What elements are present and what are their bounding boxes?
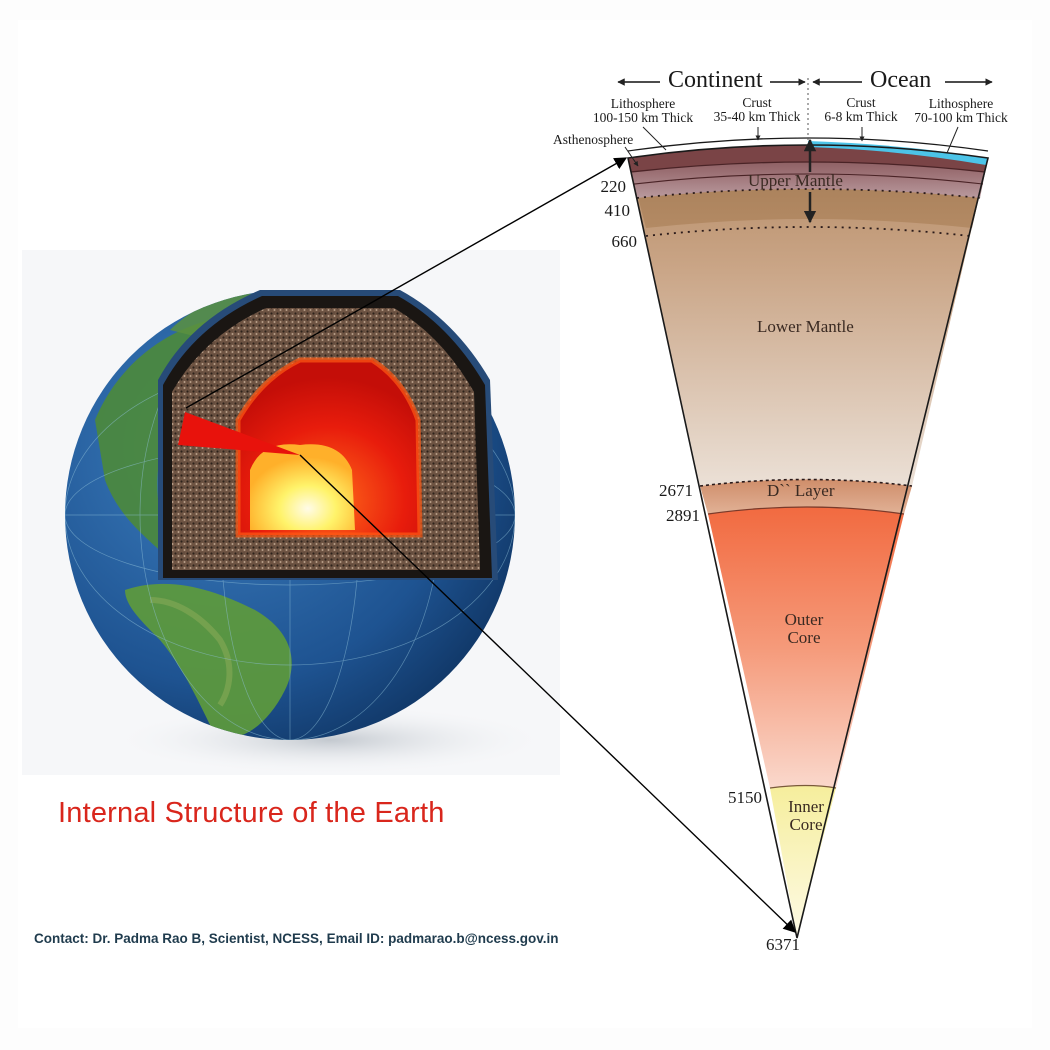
inner-core-region xyxy=(770,785,836,938)
depth-6371: 6371 xyxy=(766,935,800,954)
outer-core-region xyxy=(708,507,904,788)
continental-lithosphere-label: Lithosphere 100-150 km Thick xyxy=(592,96,694,126)
page-title: Internal Structure of the Earth xyxy=(58,797,445,829)
inner-core-label: Inner Core xyxy=(788,797,824,834)
oceanic-crust xyxy=(808,141,988,165)
depth-410: 410 xyxy=(604,201,631,220)
wedge-pointer xyxy=(178,412,300,455)
lithosphere-leader xyxy=(642,126,667,151)
depth-220: 220 xyxy=(600,177,627,196)
earth-cutaway-globe xyxy=(65,290,550,775)
outer-core-label: Outer Core xyxy=(784,610,824,647)
connector-arrow-bottom xyxy=(299,454,796,933)
oceanic-crust-label: Crust 6-8 km Thick xyxy=(824,95,898,125)
header-ocean: Ocean xyxy=(870,67,932,93)
continental-crust-label: Crust 35-40 km Thick xyxy=(713,95,801,125)
asthenosphere-leader xyxy=(624,146,639,167)
cutaway-section xyxy=(158,290,498,580)
depth-2891: 2891 xyxy=(666,506,700,525)
asthenosphere-label: Asthenosphere xyxy=(553,132,634,147)
d-layer-label: D`` Layer xyxy=(767,481,835,500)
oceanic-lithosphere-leader xyxy=(946,126,959,154)
upper-mantle-label: Upper Mantle xyxy=(748,171,843,190)
contact-info: Contact: Dr. Padma Rao B, Scientist, NCE… xyxy=(34,931,559,946)
d-layer-region xyxy=(700,479,912,514)
lower-mantle-label: Lower Mantle xyxy=(757,317,854,336)
earth-layer-wedge xyxy=(617,78,993,939)
header-continent: Continent xyxy=(668,67,763,93)
connector-arrow-top xyxy=(185,157,628,409)
oceanic-lithosphere-label: Lithosphere 70-100 km Thick xyxy=(914,96,1008,126)
depth-5150: 5150 xyxy=(728,788,762,807)
depth-660: 660 xyxy=(611,232,638,251)
depth-2671: 2671 xyxy=(659,481,693,500)
